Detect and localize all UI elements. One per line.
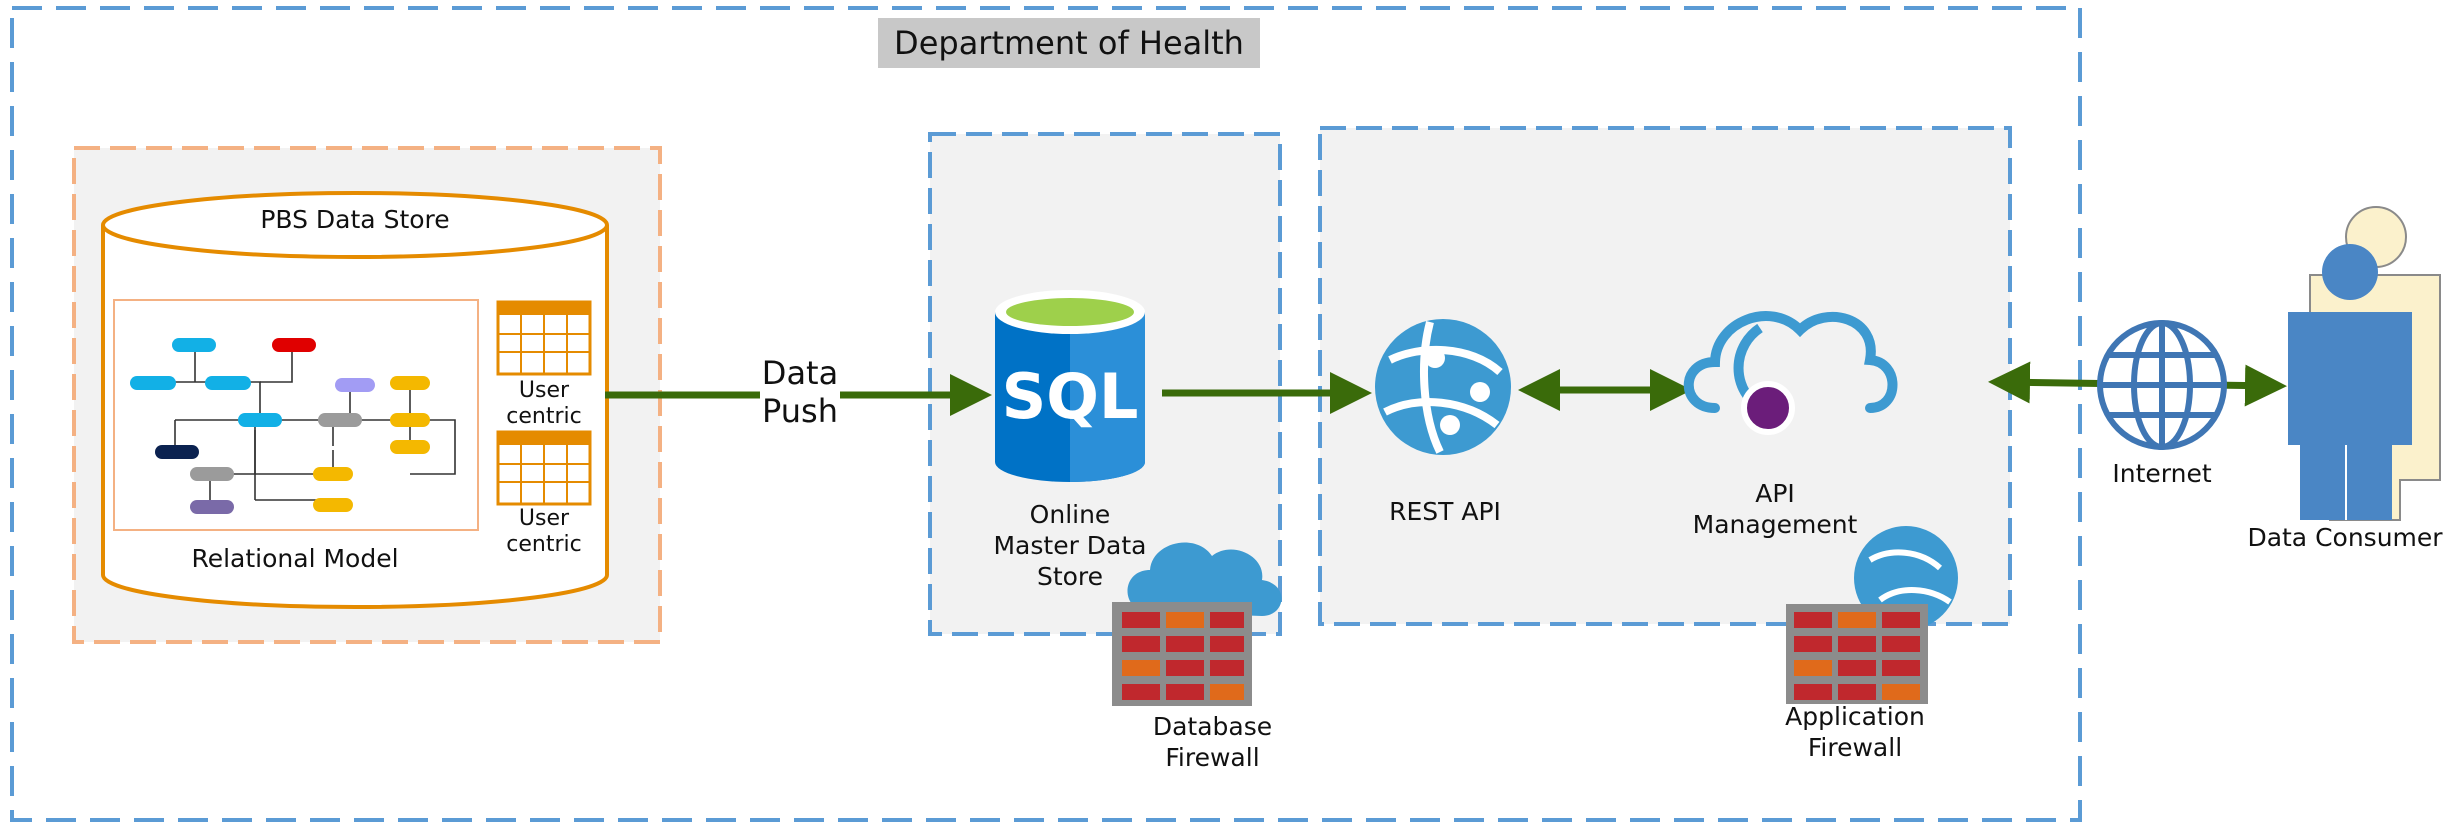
user-centric-label-1: User centric	[506, 378, 582, 429]
relational-model-label: Relational Model	[191, 544, 399, 573]
relational-model-nodes	[130, 338, 430, 514]
data-consumer-label: Data Consumer	[2247, 523, 2443, 552]
application-firewall-label: Application Firewall	[1785, 702, 1925, 762]
sql-store-label: Online Master Data Store	[993, 500, 1147, 591]
data-consumer-people-icon	[2288, 206, 2441, 521]
api-management-icon	[1683, 311, 1898, 435]
database-firewall-label: Database Firewall	[1152, 712, 1273, 772]
rest-api-label: REST API	[1389, 497, 1501, 526]
internet-globe-icon	[2097, 320, 2227, 450]
department-title: Department of Health	[878, 18, 1260, 68]
api-management-label: API Management	[1692, 479, 1858, 539]
sql-icon-text: SQL	[1001, 360, 1139, 433]
user-centric-table-icon-1	[496, 300, 592, 376]
sql-database-icon	[995, 290, 1145, 482]
application-firewall-icon	[1786, 526, 1958, 704]
department-boundary	[10, 6, 2082, 822]
internet-label: Internet	[2112, 459, 2212, 488]
database-firewall-icon	[1112, 542, 1282, 706]
rest-api-icon	[1375, 319, 1511, 455]
data-push-label: Data Push	[760, 354, 840, 430]
pbs-data-store-label: PBS Data Store	[260, 205, 450, 234]
user-centric-table-icon-2	[496, 430, 592, 506]
user-centric-label-2: User centric	[506, 506, 582, 557]
